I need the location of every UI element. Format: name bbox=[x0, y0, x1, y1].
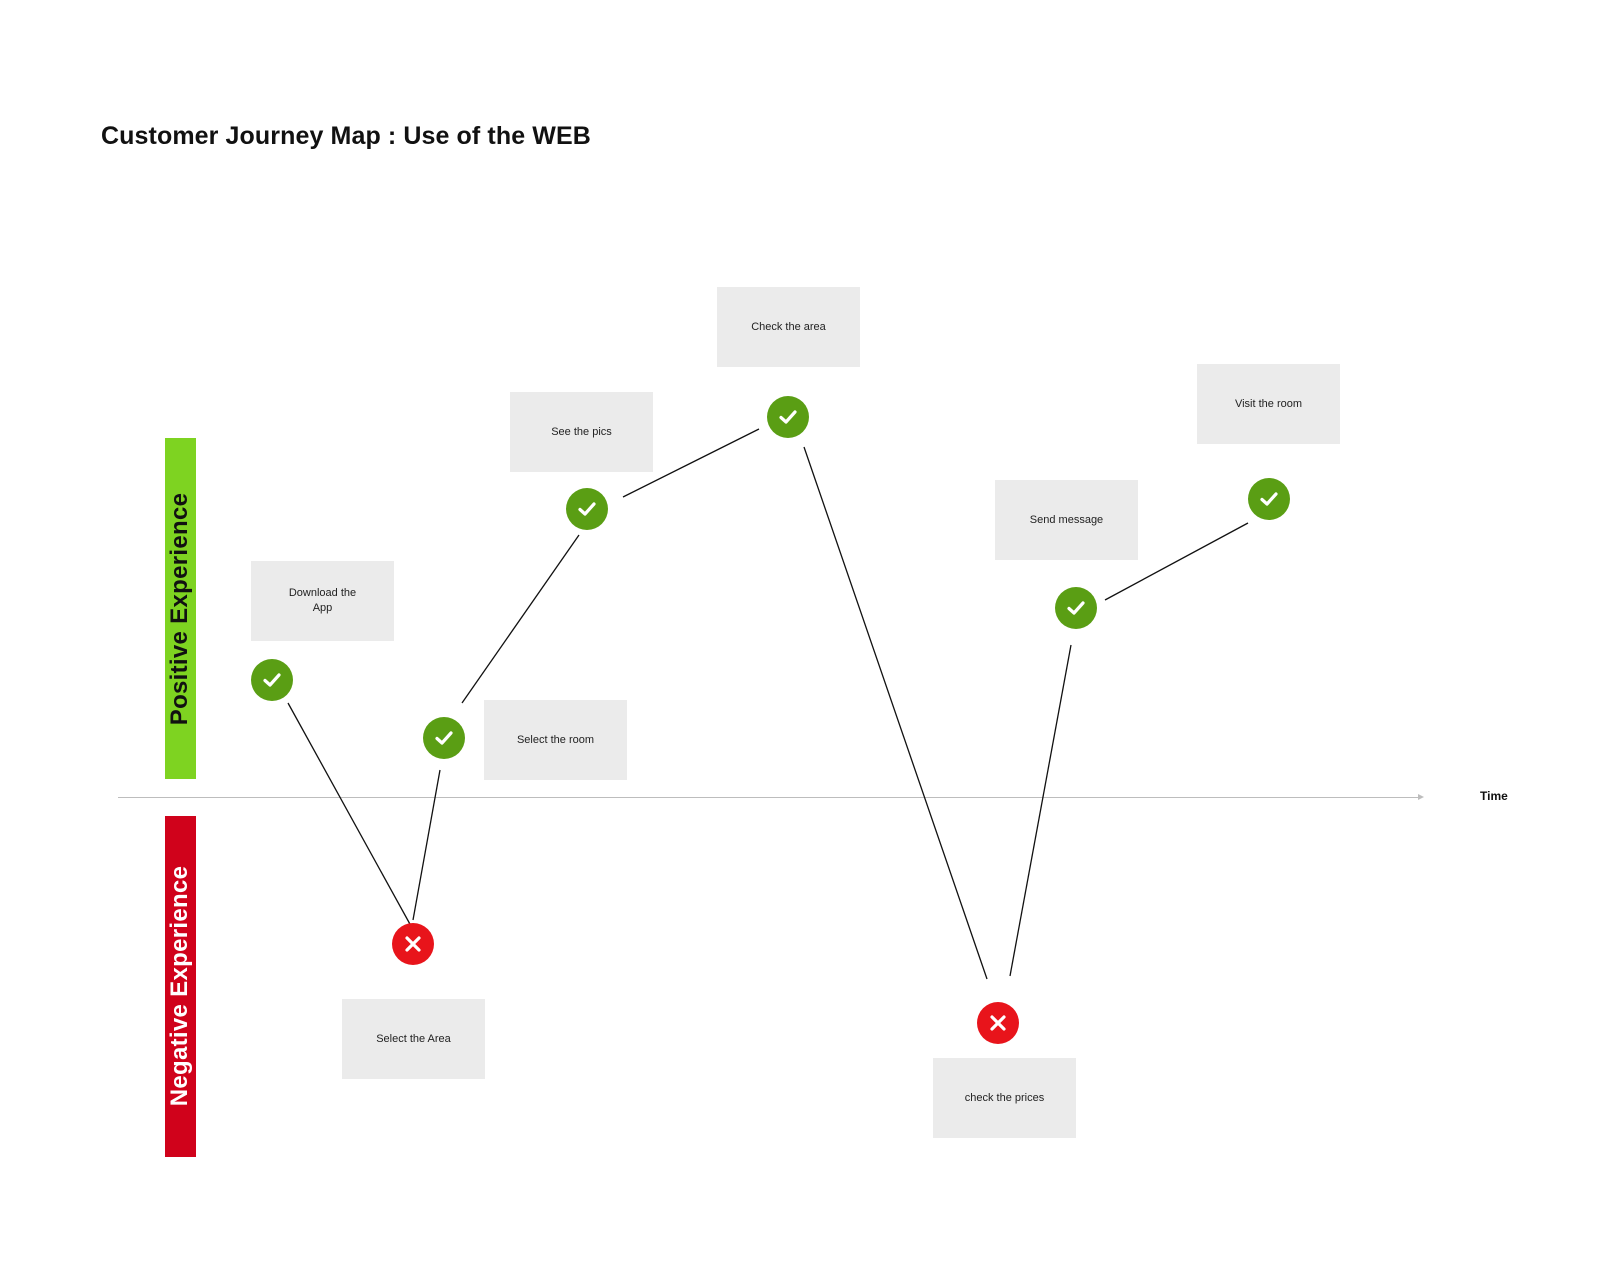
time-axis-arrow-icon bbox=[1418, 794, 1424, 800]
check-icon bbox=[779, 410, 797, 424]
connector-6-7 bbox=[1009, 644, 1072, 977]
time-axis bbox=[118, 797, 1420, 798]
step-card-visit-room: Visit the room bbox=[1197, 364, 1340, 444]
step-card-check-area: Check the area bbox=[717, 287, 860, 367]
step-marker-select-area bbox=[392, 923, 434, 965]
step-card-check-prices: check the prices bbox=[933, 1058, 1076, 1138]
negative-experience-band bbox=[165, 816, 196, 1157]
step-card-see-pics: See the pics bbox=[510, 392, 653, 472]
connector-7-8 bbox=[1104, 522, 1249, 601]
step-card-download-app: Download the App bbox=[251, 561, 394, 641]
positive-experience-band bbox=[165, 438, 196, 779]
close-icon bbox=[405, 936, 421, 952]
connector-2-3 bbox=[412, 769, 441, 921]
step-marker-check-area bbox=[767, 396, 809, 438]
step-marker-visit-room bbox=[1248, 478, 1290, 520]
check-icon bbox=[1067, 601, 1085, 615]
step-marker-download-app bbox=[251, 659, 293, 701]
check-icon bbox=[578, 502, 596, 516]
time-axis-label: Time bbox=[1480, 789, 1508, 803]
connector-5-6 bbox=[803, 446, 988, 980]
check-icon bbox=[263, 673, 281, 687]
step-marker-select-room bbox=[423, 717, 465, 759]
connector-3-4 bbox=[461, 534, 580, 704]
connector-1-2 bbox=[287, 702, 412, 927]
step-card-select-room: Select the room bbox=[484, 700, 627, 780]
connector-4-5 bbox=[622, 428, 760, 498]
step-card-select-area: Select the Area bbox=[342, 999, 485, 1079]
step-card-send-message: Send message bbox=[995, 480, 1138, 560]
check-icon bbox=[435, 731, 453, 745]
step-marker-see-pics bbox=[566, 488, 608, 530]
step-marker-check-prices bbox=[977, 1002, 1019, 1044]
close-icon bbox=[990, 1015, 1006, 1031]
step-marker-send-message bbox=[1055, 587, 1097, 629]
page-title: Customer Journey Map : Use of the WEB bbox=[101, 122, 591, 150]
check-icon bbox=[1260, 492, 1278, 506]
